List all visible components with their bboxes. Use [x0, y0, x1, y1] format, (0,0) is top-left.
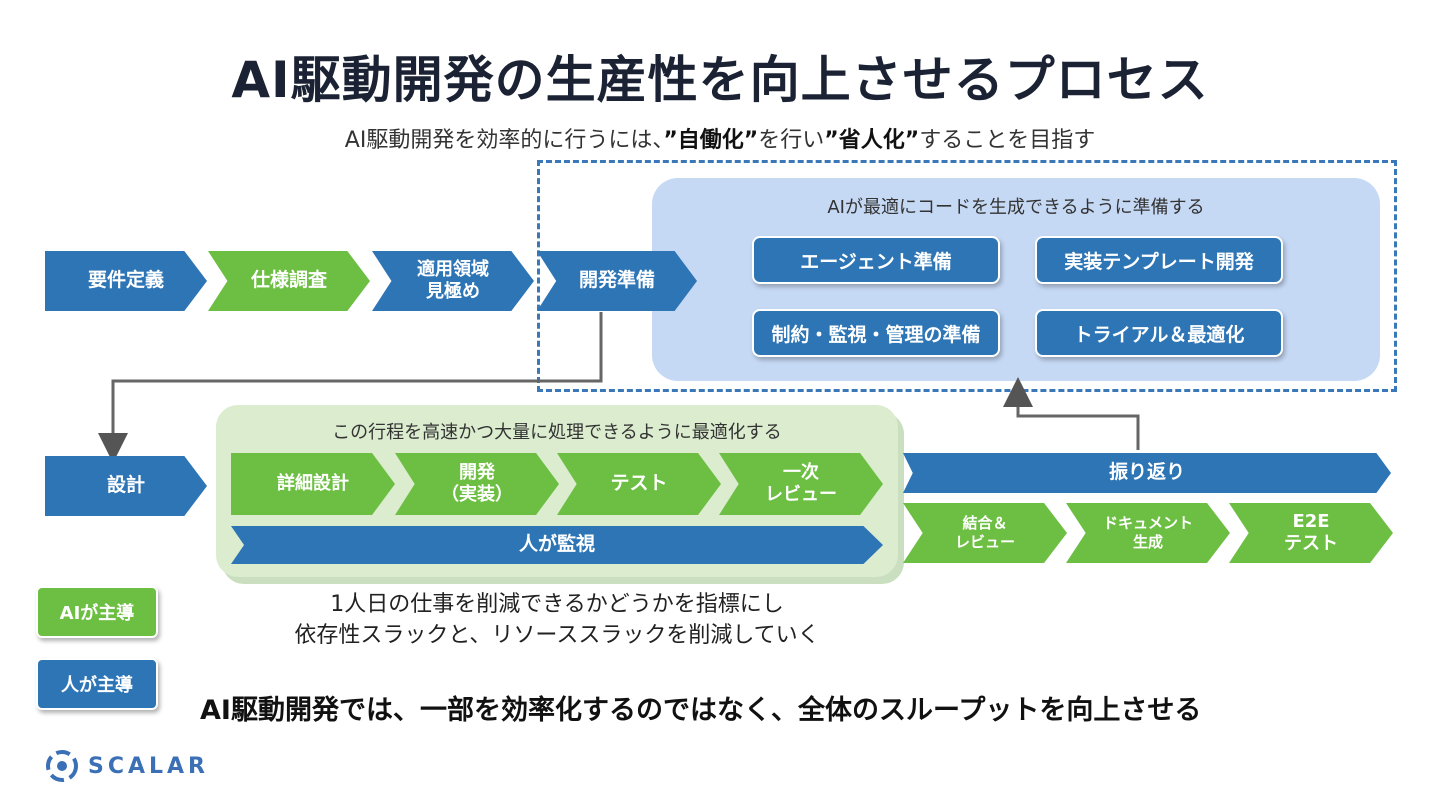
test-step: テスト [557, 453, 721, 515]
detailed-design-step: 詳細設計 [231, 453, 395, 515]
subtitle-text-3: することを目指す [919, 128, 1096, 153]
template-dev-box: 実装テンプレート開発 [1035, 236, 1283, 284]
dev-panel-caption: この行程を高速かつ大量に処理できるように最適化する [332, 422, 782, 443]
spec-research-step: 仕様調査 [208, 251, 370, 311]
human-monitor-bar: 人が監視 [231, 526, 883, 564]
legend-ai-led: AIが主導 [36, 586, 158, 638]
page-title: AI駆動開発の生産性を向上させるプロセス [231, 51, 1209, 109]
scope-assessment-step: 適用領域 見極め [372, 251, 534, 311]
preparation-dashed-frame [537, 160, 1397, 392]
scalar-logo-icon [46, 750, 78, 782]
slack-note: 1人日の仕事を削減できるかどうかを指標にし 依存性スラックと、リソーススラックを… [216, 590, 898, 652]
subtitle: AI駆動開発を効率的に行うには、”自働化”を行い”省人化”することを目指す [0, 122, 1440, 154]
retrospective-bar: 振り返り [903, 453, 1391, 493]
prep-to-design-connector [98, 312, 603, 463]
doc-generation-step: ドキュメント 生成 [1066, 503, 1230, 563]
requirements-step: 要件定義 [45, 251, 207, 311]
integration-review-step: 結合＆ レビュー [903, 503, 1067, 563]
slack-note-line-1: 1人日の仕事を削減できるかどうかを指標にし [330, 592, 784, 617]
constraints-monitoring-box: 制約・監視・管理の準備 [752, 309, 1000, 357]
preparation-caption: AIが最適にコードを生成できるように準備する [827, 197, 1205, 218]
dev-prep-step: 開発準備 [537, 251, 697, 311]
first-review-step: 一次 レビュー [719, 453, 883, 515]
e2e-test-step: E2E テスト [1229, 503, 1393, 563]
agent-prep-box: エージェント準備 [752, 236, 1000, 284]
design-step: 設計 [45, 456, 207, 516]
subtitle-text-1: AI駆動開発を効率的に行うには、 [344, 128, 664, 153]
subtitle-text-2: を行い [758, 128, 825, 153]
scalar-logo: SCALAR [44, 748, 209, 784]
bottom-message: AI駆動開発では、一部を効率化するのではなく、全体のスループットを向上させる [200, 695, 1202, 726]
subtitle-emphasis-1: ”自働化” [663, 128, 759, 153]
scalar-logo-text: SCALAR [88, 753, 210, 779]
trial-optimize-box: トライアル＆最適化 [1035, 309, 1283, 357]
subtitle-emphasis-2: ”省人化” [824, 128, 920, 153]
implementation-step: 開発 （実装） [395, 453, 559, 515]
slack-note-line-2: 依存性スラックと、リソーススラックを削減していく [294, 622, 820, 648]
legend-human-led: 人が主導 [36, 658, 158, 710]
feedback-to-prep-connector [1003, 377, 1140, 450]
